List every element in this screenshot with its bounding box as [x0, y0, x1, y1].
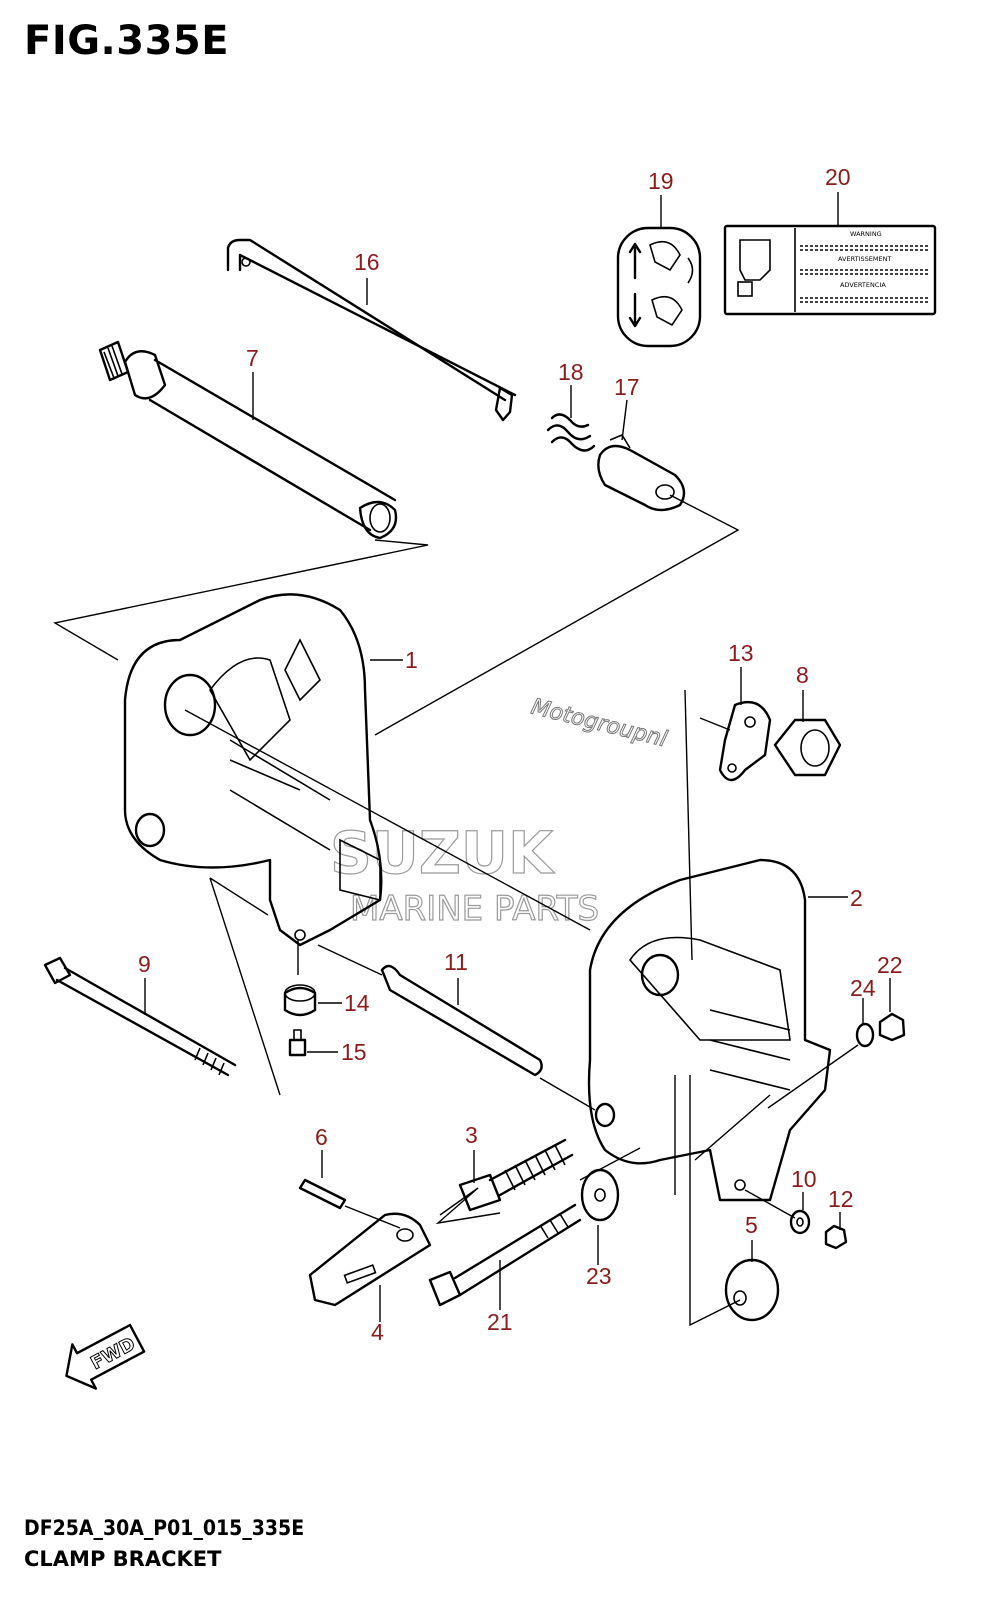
part-12-nut: [824, 1224, 848, 1250]
part-19-decal: [616, 226, 702, 348]
callout-15: 15: [341, 1039, 367, 1065]
part-1-clamp-bracket-left: [123, 593, 383, 947]
warning-line-3: ADVERTENCIA: [840, 281, 886, 289]
callout-13: 13: [728, 640, 754, 666]
part-18-spring: [546, 413, 596, 452]
callout-10: 10: [791, 1166, 817, 1192]
callout-20: 20: [825, 164, 851, 190]
callout-14: 14: [344, 990, 370, 1016]
part-7-shaft: [98, 340, 398, 540]
callout-17: 17: [614, 374, 640, 400]
part-9-bolt: [43, 956, 237, 1077]
model-code: DF25A_30A_P01_015_335E: [24, 1516, 305, 1540]
callout-22: 22: [877, 952, 903, 978]
part-14-collar: [283, 984, 317, 1017]
callout-2: 2: [850, 885, 863, 911]
part-4-lever: [308, 1212, 432, 1307]
callout-3: 3: [465, 1122, 478, 1148]
callout-6: 6: [315, 1124, 328, 1150]
part-17-plunger: [597, 433, 686, 512]
callout-11: 11: [444, 949, 468, 975]
callout-4: 4: [371, 1319, 384, 1345]
callout-7: 7: [246, 345, 259, 371]
part-6-pin: [298, 1178, 347, 1210]
part-5-cap: [724, 1258, 780, 1322]
part-20-warning-label: WARNING AVERTISSEMENT ADVERTENCIA: [723, 224, 937, 316]
part-2-clamp-bracket-right: [587, 858, 832, 1202]
assembly-lines: [53, 494, 859, 1327]
callout-18: 18: [558, 359, 584, 385]
callout-23: 23: [586, 1263, 612, 1289]
part-8-nut: [773, 718, 842, 777]
watermark-brand: SUZUK: [330, 819, 555, 887]
part-22-nut: [878, 1012, 906, 1042]
callout-21: 21: [487, 1309, 513, 1335]
part-16-rod: [226, 238, 517, 422]
callout-leaders: [144, 192, 891, 1322]
part-23-washer: [580, 1168, 620, 1222]
part-21-bolt: [428, 1203, 582, 1307]
watermark-site: Motogroupnl: [529, 695, 670, 753]
callout-9: 9: [138, 951, 151, 977]
callout-1: 1: [405, 647, 418, 673]
callout-24: 24: [850, 975, 876, 1001]
figure-title: FIG.335E: [24, 18, 230, 64]
fwd-arrow: FWD: [65, 1323, 146, 1390]
part-13-plate: [718, 700, 772, 782]
callout-16: 16: [354, 249, 380, 275]
callout-12: 12: [828, 1186, 854, 1212]
part-11-pin: [380, 964, 543, 1077]
callout-19: 19: [648, 168, 674, 194]
callouts: 1 2 3 4 5 6 7 8 9 10 11 12 13 14 15 16 1…: [138, 164, 903, 1345]
warning-line-2: AVERTISSEMENT: [838, 255, 891, 263]
callout-5: 5: [745, 1212, 758, 1238]
watermark-subtitle: MARINE PARTS: [350, 889, 599, 929]
warning-line-1: WARNING: [850, 230, 882, 238]
part-24-washer: [855, 1022, 875, 1048]
watermark: SUZUK MARINE PARTS Motogroupnl: [329, 694, 670, 930]
part-15-screw: [288, 1029, 307, 1057]
diagram-name: CLAMP BRACKET: [24, 1547, 222, 1571]
part-3-spring-rod: [458, 1138, 574, 1212]
part-10-washer: [789, 1209, 811, 1235]
callout-8: 8: [796, 662, 809, 688]
